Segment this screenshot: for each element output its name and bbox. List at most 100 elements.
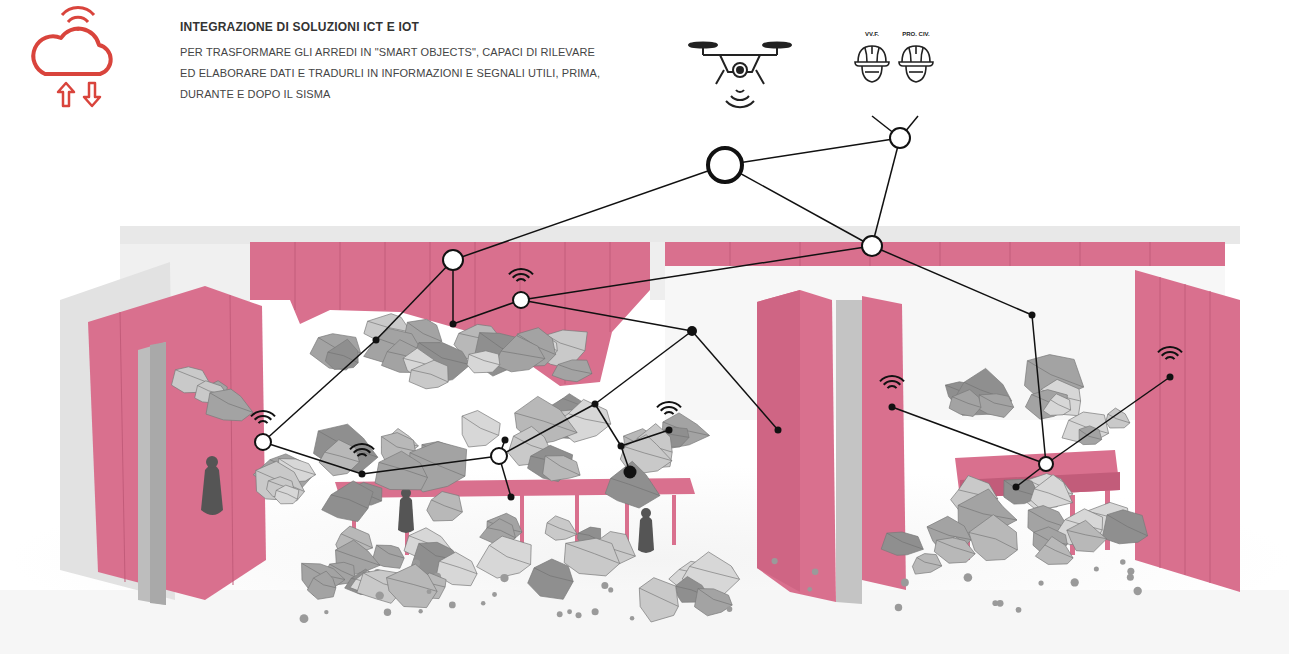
panel-line (1080, 242, 1081, 266)
drone-arm (776, 47, 778, 55)
signal-arc (357, 453, 368, 457)
panel-lines (295, 242, 610, 384)
helmet-ridge (909, 46, 923, 62)
rock-facet (1067, 530, 1107, 539)
drone-camera (737, 67, 743, 73)
rock (934, 538, 975, 564)
back-wall-panel (665, 242, 1225, 266)
pebble (500, 574, 508, 582)
pebble (1071, 578, 1079, 586)
person-silhouette (398, 496, 414, 533)
signal-arc (250, 410, 276, 417)
pebble (901, 579, 909, 587)
rock-facet (1045, 545, 1073, 558)
network-link (1046, 377, 1170, 464)
partition-panel (757, 290, 836, 602)
wifi-symbol (879, 375, 905, 389)
pillar (138, 342, 166, 605)
signal-arc (883, 380, 901, 385)
wifi-symbol (349, 443, 375, 457)
panel-line (475, 242, 476, 332)
helmet-label: VV.F. (852, 30, 892, 38)
rock (1035, 537, 1073, 565)
helmet-icon (852, 42, 892, 92)
rock (409, 360, 448, 389)
signal-arc (258, 420, 269, 424)
table-leg (520, 490, 524, 548)
network-link (263, 340, 376, 442)
helmet-icon (855, 46, 889, 82)
pebble (1120, 559, 1125, 564)
rock (275, 485, 299, 504)
rock-facet (969, 532, 1018, 550)
rock-facet (501, 351, 545, 359)
rock-facet (314, 578, 336, 588)
upload-arrow (58, 83, 74, 106)
sensor-node (1167, 374, 1174, 381)
back-wall-panel (250, 242, 650, 386)
rock-facet (515, 413, 577, 433)
panel-line (940, 242, 941, 266)
rock (1079, 426, 1102, 445)
sensor-node (508, 494, 515, 501)
rock-facet (639, 588, 678, 606)
rock (528, 559, 574, 599)
rock (495, 336, 545, 372)
pebble (376, 591, 384, 599)
pebble (427, 589, 432, 594)
pebble (567, 609, 572, 614)
network-link (1032, 315, 1046, 464)
rock-facet (376, 545, 404, 558)
rock-facet (331, 495, 368, 509)
network-link (892, 407, 1046, 464)
signal-arc (1165, 356, 1176, 360)
network-link (362, 456, 499, 474)
person-silhouette (206, 456, 218, 468)
network-hub (255, 434, 271, 450)
signal-arc (887, 385, 898, 389)
rock (695, 589, 733, 616)
network-hub (443, 250, 463, 270)
rock-facet (566, 543, 620, 563)
rock-facet (545, 456, 580, 475)
pebble (895, 604, 902, 611)
rock (477, 536, 532, 578)
side-wall-panel (1135, 270, 1240, 592)
rock (979, 394, 1014, 418)
partition-side (757, 290, 800, 592)
table-leg (672, 495, 676, 545)
pebble (1016, 607, 1022, 613)
download-arrow (84, 83, 100, 106)
wall-top (120, 226, 1240, 244)
pebble (807, 587, 812, 592)
rock (545, 516, 577, 540)
rock-facet (698, 589, 732, 605)
network-link (725, 138, 900, 165)
rock-facet (431, 500, 462, 512)
signal-arc (660, 406, 678, 411)
wifi-symbol (656, 401, 682, 415)
panel-line (1150, 242, 1151, 266)
person-silhouette (201, 465, 223, 515)
helmet-brim (855, 62, 889, 66)
rock (307, 571, 336, 599)
signal-arc (736, 90, 744, 92)
rock-facet (547, 523, 577, 534)
drone-rotor (763, 43, 791, 48)
signal-arc (731, 96, 749, 100)
walls (60, 226, 1240, 605)
network (250, 116, 1183, 501)
rock (969, 515, 1018, 561)
panel-line (230, 295, 233, 585)
network-link (595, 404, 621, 446)
signal-arc (879, 375, 905, 382)
signal-arc (656, 401, 682, 408)
rock (310, 334, 361, 370)
helmet-icon (899, 46, 933, 82)
helmet-icon (896, 42, 936, 92)
rock-facet (534, 568, 573, 582)
rock (467, 351, 500, 373)
rock-facet (611, 478, 660, 495)
side-wall-panel (88, 286, 266, 600)
